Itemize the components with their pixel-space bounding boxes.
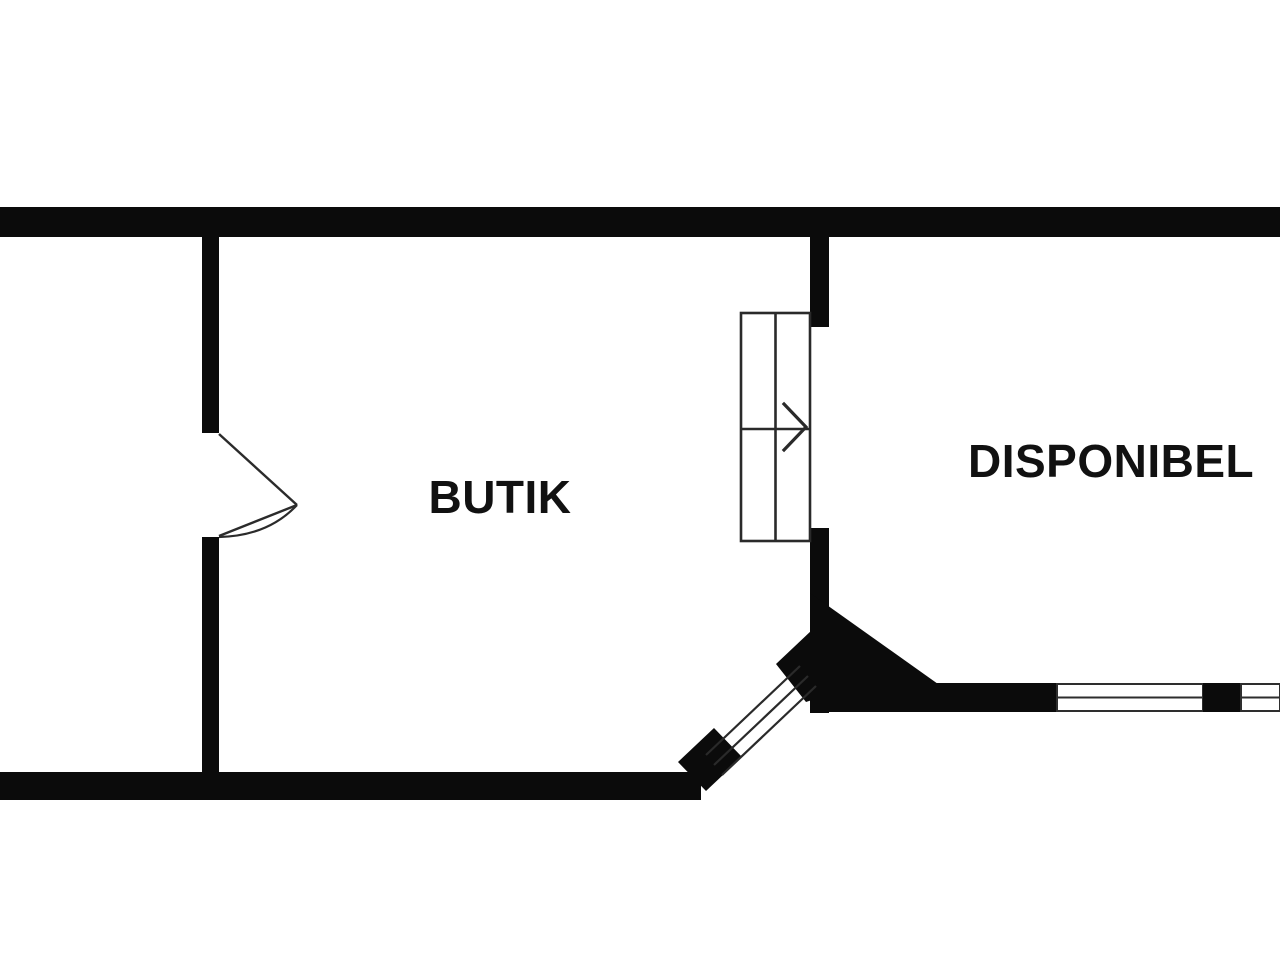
wall-partition-vertical-upper xyxy=(810,233,829,327)
stair-direction-arrow-icon xyxy=(781,401,809,453)
room-label-disponibel: DISPONIBEL xyxy=(968,435,1254,487)
door-double-swing xyxy=(218,433,298,539)
wall-interior-vertical-lower xyxy=(202,537,219,775)
wall-group xyxy=(0,207,1280,800)
wall-bottom-exterior-right xyxy=(905,683,1057,712)
window-diagonal-pane-inner xyxy=(721,685,817,776)
door-leaf-upper xyxy=(218,433,298,506)
window-horizontal-right xyxy=(1056,683,1280,712)
door-swing-arc xyxy=(218,504,298,539)
window-diagonal-pane-middle xyxy=(713,675,809,766)
door-leaf-lower xyxy=(218,503,298,538)
window-diagonal-pane-outer xyxy=(705,665,801,756)
stair-run xyxy=(739,311,812,543)
wall-stub-diagonal-lower xyxy=(678,728,742,791)
wall-stub-diagonal-upper xyxy=(776,630,812,702)
wall-top-exterior xyxy=(0,207,1280,237)
room-label-butik: BUTIK xyxy=(428,471,571,523)
window-post-black xyxy=(1203,683,1241,712)
wall-angled-wedge xyxy=(810,593,938,712)
wall-interior-vertical-upper xyxy=(202,233,219,433)
window-diagonal-entry xyxy=(705,665,817,776)
wall-bottom-exterior-left xyxy=(0,772,701,800)
